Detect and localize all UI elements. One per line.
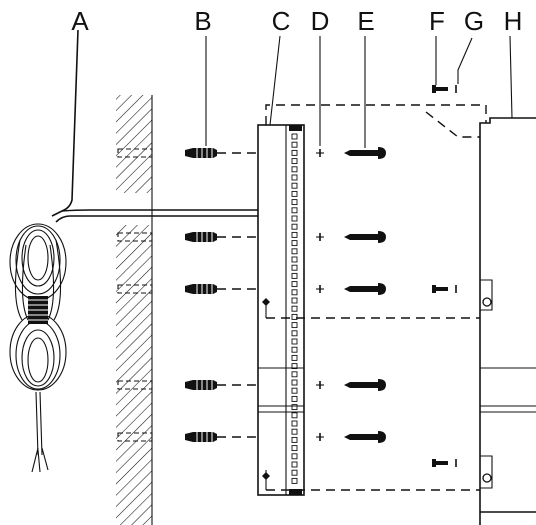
bracket-slot [291, 445, 298, 452]
bracket-slots [291, 133, 298, 484]
label-e: E [357, 6, 374, 36]
screws [344, 147, 386, 443]
bracket-slot [291, 166, 298, 173]
bracket-slot [291, 174, 298, 181]
bracket-slot [291, 133, 298, 140]
bracket-slot [291, 248, 298, 255]
bracket-slot [291, 354, 298, 361]
bracket-slot [291, 158, 298, 165]
wall-plug [185, 380, 257, 390]
wall-plug [185, 232, 257, 242]
bracket-slot [291, 453, 298, 460]
coiled-cable [9, 223, 67, 473]
wall-plug [185, 284, 257, 294]
bracket-slot [291, 141, 298, 148]
bracket-slot [291, 190, 298, 197]
bracket-slot [291, 330, 298, 337]
bracket-slot [291, 412, 298, 419]
cable [51, 29, 258, 223]
unit-housing [479, 117, 536, 525]
bracket-slot [291, 338, 298, 345]
small-screws [432, 85, 457, 467]
bracket-slot [291, 371, 298, 378]
label-c: C [272, 6, 291, 36]
bracket-slot [291, 256, 298, 263]
bracket-slot [291, 223, 298, 230]
bracket-slot [291, 387, 298, 394]
label-g: G [464, 6, 484, 36]
bracket-slot [291, 264, 298, 271]
bracket-slot [291, 420, 298, 427]
bracket-slot [291, 428, 298, 435]
bracket-slot [291, 461, 298, 468]
bracket-slot [291, 322, 298, 329]
bracket-slot [291, 182, 298, 189]
bracket-slot [291, 395, 298, 402]
bracket-slot [291, 281, 298, 288]
bracket-slot [291, 215, 298, 222]
bracket-slot [291, 436, 298, 443]
bracket-slot [291, 297, 298, 304]
wall-plug [185, 148, 257, 158]
bracket-slot [291, 313, 298, 320]
mounting-bracket [257, 124, 305, 496]
bracket-slot [291, 231, 298, 238]
leader-lines [205, 35, 513, 148]
bracket-slot [291, 477, 298, 484]
bracket-slot [291, 346, 298, 353]
bracket-slot [291, 363, 298, 370]
label-d: D [311, 6, 330, 36]
wall-holes [117, 148, 153, 442]
assembly-dashed-guides [265, 104, 487, 491]
bracket-slot [291, 469, 298, 476]
bracket-slot [291, 199, 298, 206]
bracket-slot [291, 272, 298, 279]
callout-labels: A B C D E F G H [71, 6, 522, 36]
bracket-slot [291, 305, 298, 312]
wall [116, 95, 153, 525]
wall-plug [185, 432, 257, 442]
label-b: B [194, 6, 211, 36]
label-f: F [429, 6, 445, 36]
bracket-slot [291, 404, 298, 411]
bracket-slot [291, 240, 298, 247]
bracket-slot [291, 149, 298, 156]
bracket-slot [291, 379, 298, 386]
bracket-slot [291, 207, 298, 214]
wall-plugs [185, 148, 257, 442]
label-h: H [504, 6, 523, 36]
washers [316, 149, 324, 441]
bracket-slot [291, 289, 298, 296]
label-a: A [71, 6, 89, 36]
